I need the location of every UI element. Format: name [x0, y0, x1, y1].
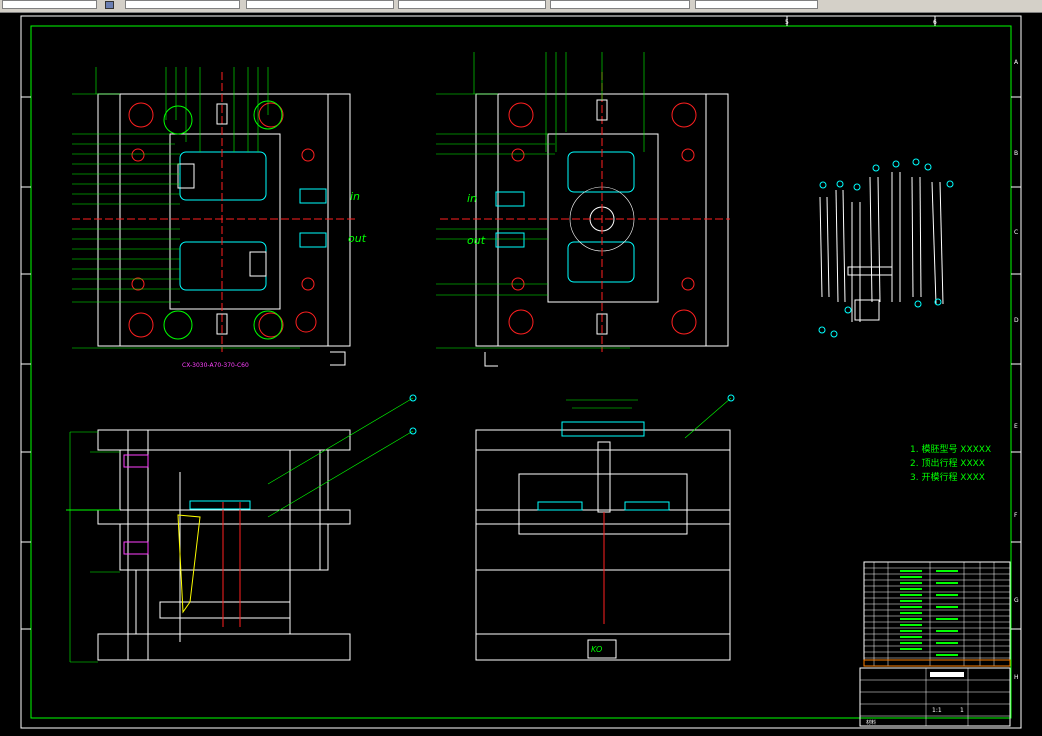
properties-toolbar — [0, 0, 1042, 13]
note-3: 3. 开模行程 XXXX — [910, 471, 985, 483]
out-label-left: out — [467, 234, 486, 247]
drawing-canvas[interactable]: 5 6 A B C D E F G H — [0, 12, 1042, 732]
outer-frame — [20, 15, 1022, 729]
out-label-right: out — [348, 232, 367, 245]
note-2: 2. 顶出行程 XXXX — [910, 457, 985, 469]
layer-icon[interactable] — [105, 1, 114, 9]
title-block: 材料 1:1 1 — [859, 561, 1011, 727]
border-row-a: A — [1014, 59, 1019, 66]
border-row-b: B — [1014, 150, 1018, 157]
cad-drawing[interactable]: 5 6 A B C D E F G H — [0, 12, 1042, 732]
in-label-right: in — [350, 190, 360, 203]
color-dropdown[interactable] — [125, 0, 240, 9]
plan-view-fixed: in out CX-3030-A70-370-C60 — [72, 67, 367, 369]
plotstyle-dropdown[interactable] — [550, 0, 690, 9]
technical-notes: 1. 模胚型号 XXXXX 2. 顶出行程 XXXX 3. 开模行程 XXXX — [910, 444, 991, 483]
plan-caption: CX-3030-A70-370-C60 — [182, 362, 249, 369]
isometric-pins-view — [818, 158, 954, 338]
border-row-f: F — [1014, 512, 1018, 519]
note-1: 1. 模胚型号 XXXXX — [910, 444, 991, 455]
inner-frame — [30, 25, 1012, 719]
in-label-left: in — [467, 192, 477, 205]
lineweight-dropdown[interactable] — [398, 0, 546, 9]
border-row-e: E — [1014, 423, 1018, 430]
title-scale: 1:1 — [932, 707, 942, 714]
extra-dropdown[interactable] — [695, 0, 818, 9]
section-view-a — [66, 394, 417, 663]
section-view-b: KO — [475, 394, 735, 661]
border-col-6: 6 — [933, 19, 937, 26]
border-row-c: C — [1014, 229, 1018, 236]
border-row-d: D — [1014, 317, 1019, 324]
linetype-dropdown[interactable] — [246, 0, 394, 9]
border-row-g: G — [1014, 597, 1019, 604]
border-row-h: H — [1014, 674, 1019, 681]
layer-dropdown[interactable] — [2, 0, 97, 9]
ko-label: KO — [591, 645, 602, 654]
border-col-5: 5 — [785, 19, 789, 26]
title-sheet: 1 — [960, 707, 964, 714]
title-material: 材料 — [866, 719, 876, 726]
plan-view-moving: in out — [436, 52, 730, 367]
